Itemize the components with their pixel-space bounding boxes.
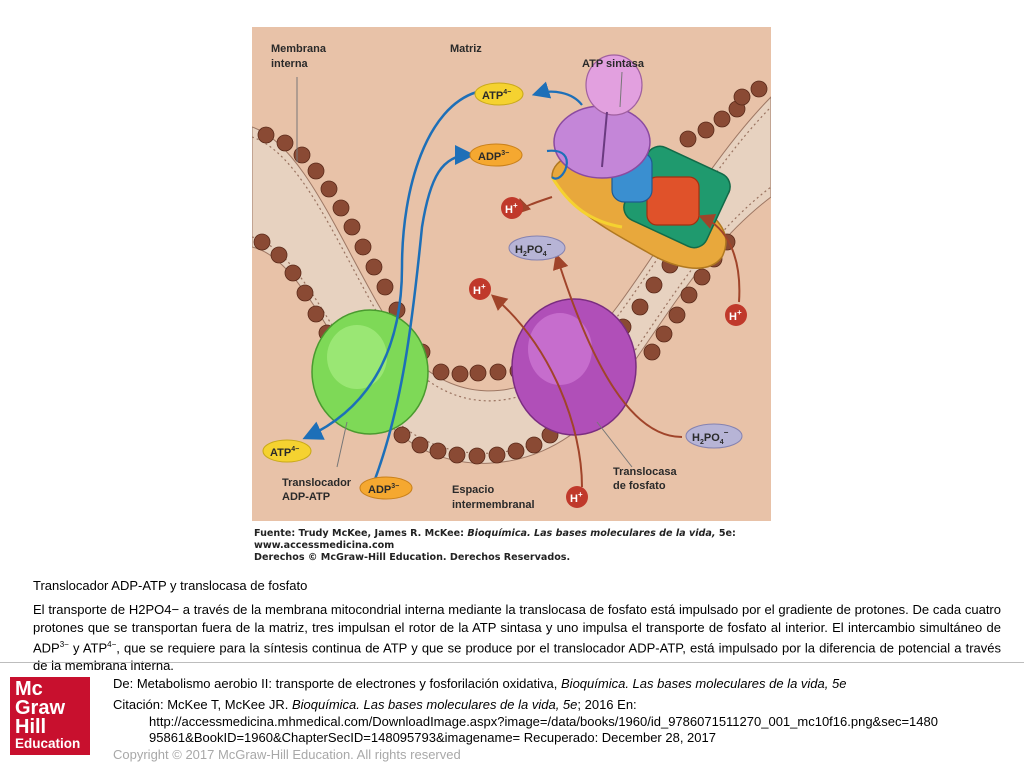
svg-text:intermembranal: intermembranal [452, 499, 535, 511]
label-atp-sintasa: ATP sintasa [582, 58, 645, 70]
proton-ion-matrix-1: H+ [501, 197, 523, 219]
atp-export-arrow [302, 90, 478, 440]
source-rights: Derechos © McGraw-Hill Education. Derech… [254, 552, 571, 563]
proton-ion-matrix-2: H+ [469, 278, 491, 300]
label-translocasa-de-fosfato: Translocasa [613, 466, 677, 478]
label-matriz: Matriz [450, 43, 482, 55]
svg-text:de fosfato: de fosfato [613, 480, 666, 492]
mcgraw-hill-logo: Mc Graw Hill Education [10, 677, 90, 755]
adp-import-arrow [372, 145, 475, 483]
svg-text:H+: H+ [729, 308, 742, 323]
svg-text:ADP3−: ADP3− [478, 150, 509, 163]
svg-text:ADP3−: ADP3− [368, 483, 399, 496]
adp-molecule-matrix [469, 143, 523, 167]
svg-text:interna: interna [271, 58, 309, 70]
membrane-transport-figure: ATP4− ADP3− ATP4− ADP3− H+ H+ H+ H+ [252, 27, 771, 521]
label-espacio-intermembranal: Espacio [452, 484, 494, 496]
svg-text:H+: H+ [473, 282, 486, 297]
source-website: www.accessmedicina.com [254, 540, 395, 551]
citation-reference: Citación: McKee T, McKee JR. Bioquímica.… [113, 697, 637, 712]
atp-molecule-intermembrane [262, 439, 312, 463]
label-membrana-interna: Membrana [271, 43, 327, 55]
svg-text:ATP4−: ATP4− [482, 89, 511, 102]
adp-to-synthase-arrow [546, 149, 568, 180]
caption-title: Translocador ADP-ATP y translocasa de fo… [33, 578, 308, 593]
phosphate-translocase-arrow [553, 253, 683, 438]
label-translocador-adp-atp: Translocador [282, 477, 352, 489]
phosphate-molecule-intermembrane: H2PO4− [685, 423, 743, 449]
adp-molecule-intermembrane [359, 476, 413, 500]
citation-url-line-1: http://accessmedicina.mhmedical.com/Down… [149, 714, 938, 729]
svg-text:H2PO4−: H2PO4− [515, 240, 552, 258]
svg-text:ATP4−: ATP4− [270, 446, 299, 459]
svg-text:ADP-ATP: ADP-ATP [282, 491, 330, 503]
proton-ion-intermembrane-2: H+ [566, 486, 588, 508]
citation-source-chapter: De: Metabolismo aerobio II: transporte d… [113, 676, 847, 691]
atp-molecule-matrix [474, 82, 524, 106]
citation-url-line-2: 95861&BookID=1960&ChapterSecID=148095793… [149, 730, 716, 745]
svg-text:H+: H+ [505, 201, 518, 216]
svg-text:H2PO4−: H2PO4− [692, 428, 729, 446]
footer-divider [0, 662, 1024, 663]
caption-body: El transporte de H2PO4− a través de la m… [33, 602, 1001, 673]
svg-text:H+: H+ [570, 490, 583, 505]
proton-to-synthase-arrow [698, 214, 741, 303]
atp-synthase [551, 54, 731, 269]
figure-source-credit: Fuente: Trudy McKee, James R. McKee: Bio… [254, 528, 774, 564]
phosphate-molecule-matrix: H2PO4− [508, 235, 566, 261]
proton-translocase-arrow [490, 294, 583, 488]
copyright-notice: Copyright © 2017 McGraw-Hill Education. … [113, 747, 461, 762]
proton-ion-intermembrane-1: H+ [725, 304, 747, 326]
synthase-to-atp-arrow [531, 81, 583, 106]
membrane-diagram: ATP4− ADP3− ATP4− ADP3− H+ H+ H+ H+ [252, 43, 771, 511]
